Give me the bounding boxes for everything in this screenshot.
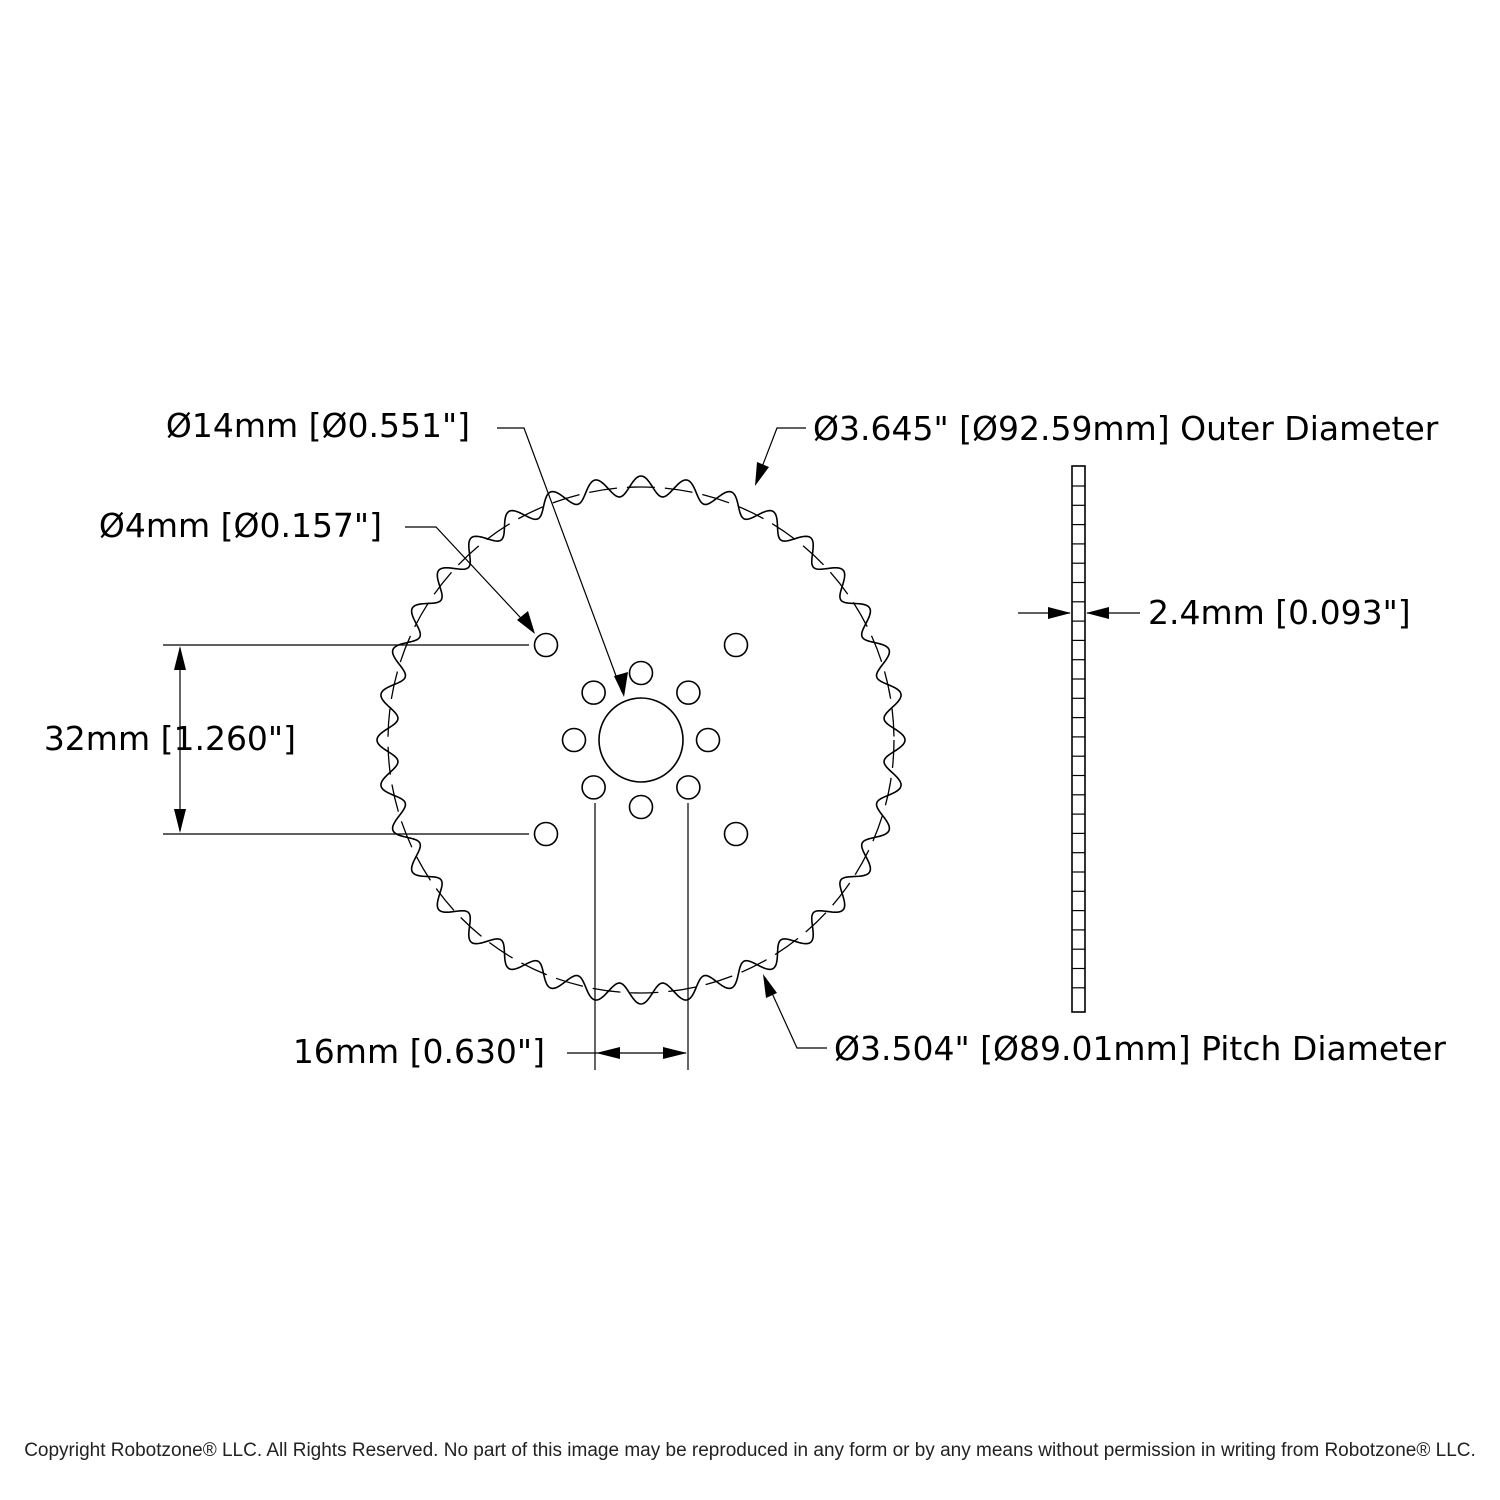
thickness-label: 2.4mm [0.093"] [1148,593,1411,632]
small-hole [723,632,749,658]
arrowhead-right [663,1047,687,1059]
gear-front-view [376,475,906,1005]
outer-diameter-leader-line [756,427,806,481]
bore-arrowhead [614,672,628,697]
small-hole [561,727,587,753]
small-hole [676,680,701,705]
small-hole [628,794,654,820]
center-bore [598,697,684,783]
small-hole [695,727,721,753]
copyright-notice: Copyright Robotzone® LLC. All Rights Res… [24,1440,1476,1461]
small-hole-callout: Ø4mm [Ø0.157"] [99,506,535,634]
small-hole-dimension-label: Ø4mm [Ø0.157"] [99,506,382,545]
gear-tooth-profile [376,475,906,1005]
pitch-diameter-arrowhead [763,974,777,998]
gear-side-view [1071,465,1086,1013]
thickness-callout: 2.4mm [0.093"] [1018,593,1411,632]
small-hole [628,660,654,686]
arrowhead-down [174,809,186,833]
pitch-diameter-label: Ø3.504" [Ø89.01mm] Pitch Diameter [834,1029,1446,1068]
horizontal-spacing-dimension: 16mm [0.630"] [293,803,689,1071]
small-hole [723,821,749,847]
side-profile [1071,465,1086,1013]
outer-diameter-callout: Ø3.645" [Ø92.59mm] Outer Diameter [755,409,1439,486]
thickness-arrowhead-left [1048,607,1071,619]
side-tooth-marks [1072,485,1085,989]
vertical-spacing-label: 32mm [1.260"] [44,719,296,758]
pitch-diameter-leader-line [765,979,827,1049]
small-hole [533,632,559,658]
small-hole [581,680,606,705]
vertical-spacing-dimension: 32mm [1.260"] [44,644,529,835]
small-hole [676,775,701,800]
arrowhead-up [174,646,186,670]
small-hole [533,821,559,847]
bore-leader-line [497,427,623,693]
outer-diameter-label: Ø3.645" [Ø92.59mm] Outer Diameter [813,409,1439,448]
small-hole-leader-line [405,526,532,630]
arrowhead-left [596,1047,620,1059]
small-hole [581,775,606,800]
outer-diameter-arrowhead [755,462,769,486]
pitch-diameter-callout: Ø3.504" [Ø89.01mm] Pitch Diameter [763,974,1446,1068]
small-hole-pattern [533,632,749,847]
horizontal-spacing-label: 16mm [0.630"] [293,1032,545,1071]
small-hole-arrowhead [517,611,535,634]
pitch-circle [387,486,895,994]
bore-callout: Ø14mm [Ø0.551"] [166,406,628,697]
bore-dimension-label: Ø14mm [Ø0.551"] [166,406,470,445]
thickness-arrowhead-right [1086,607,1109,619]
